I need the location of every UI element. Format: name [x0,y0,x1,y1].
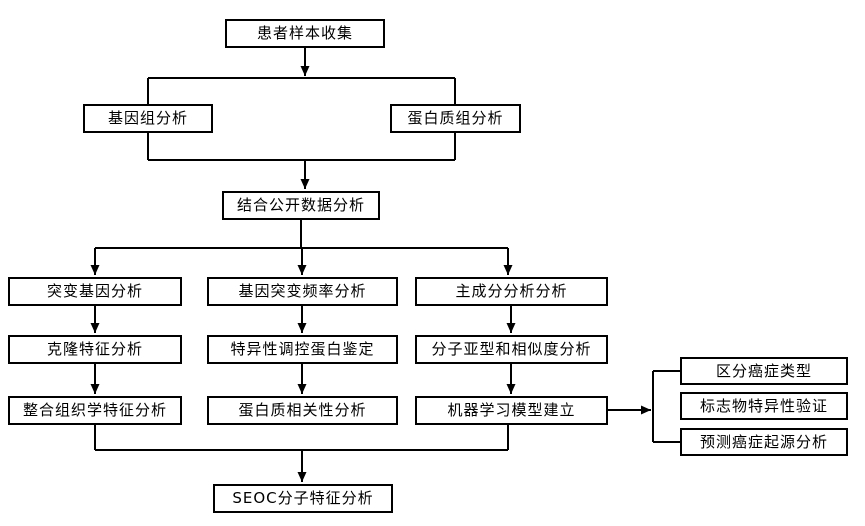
node-integrated-histology-feature-analysis: 整合组织学特征分析 [8,396,182,425]
node-seoc-molecular-feature-analysis: SEOC分子特征分析 [213,484,393,513]
node-cancer-origin-prediction-analysis: 预测癌症起源分析 [680,428,848,456]
node-clonal-feature-analysis: 克隆特征分析 [8,335,182,364]
node-public-data-analysis: 结合公开数据分析 [222,191,380,220]
node-machine-learning-model-building: 机器学习模型建立 [415,396,608,425]
node-protein-correlation-analysis: 蛋白质相关性分析 [207,396,398,425]
node-proteomics-analysis: 蛋白质组分析 [390,104,521,133]
node-mutated-gene-analysis: 突变基因分析 [8,277,182,306]
node-principal-component-analysis: 主成分分析分析 [415,277,608,306]
node-cancer-type-distinction: 区分癌症类型 [680,357,848,385]
node-marker-specificity-validation: 标志物特异性验证 [680,392,848,420]
node-specific-regulatory-protein-identification: 特异性调控蛋白鉴定 [207,335,398,364]
node-gene-mutation-frequency-analysis: 基因突变频率分析 [207,277,398,306]
flow-lines [90,48,680,482]
node-genomics-analysis: 基因组分析 [83,104,213,133]
node-patient-sample-collection: 患者样本收集 [225,19,385,48]
node-molecular-subtype-similarity-analysis: 分子亚型和相似度分析 [415,335,608,364]
